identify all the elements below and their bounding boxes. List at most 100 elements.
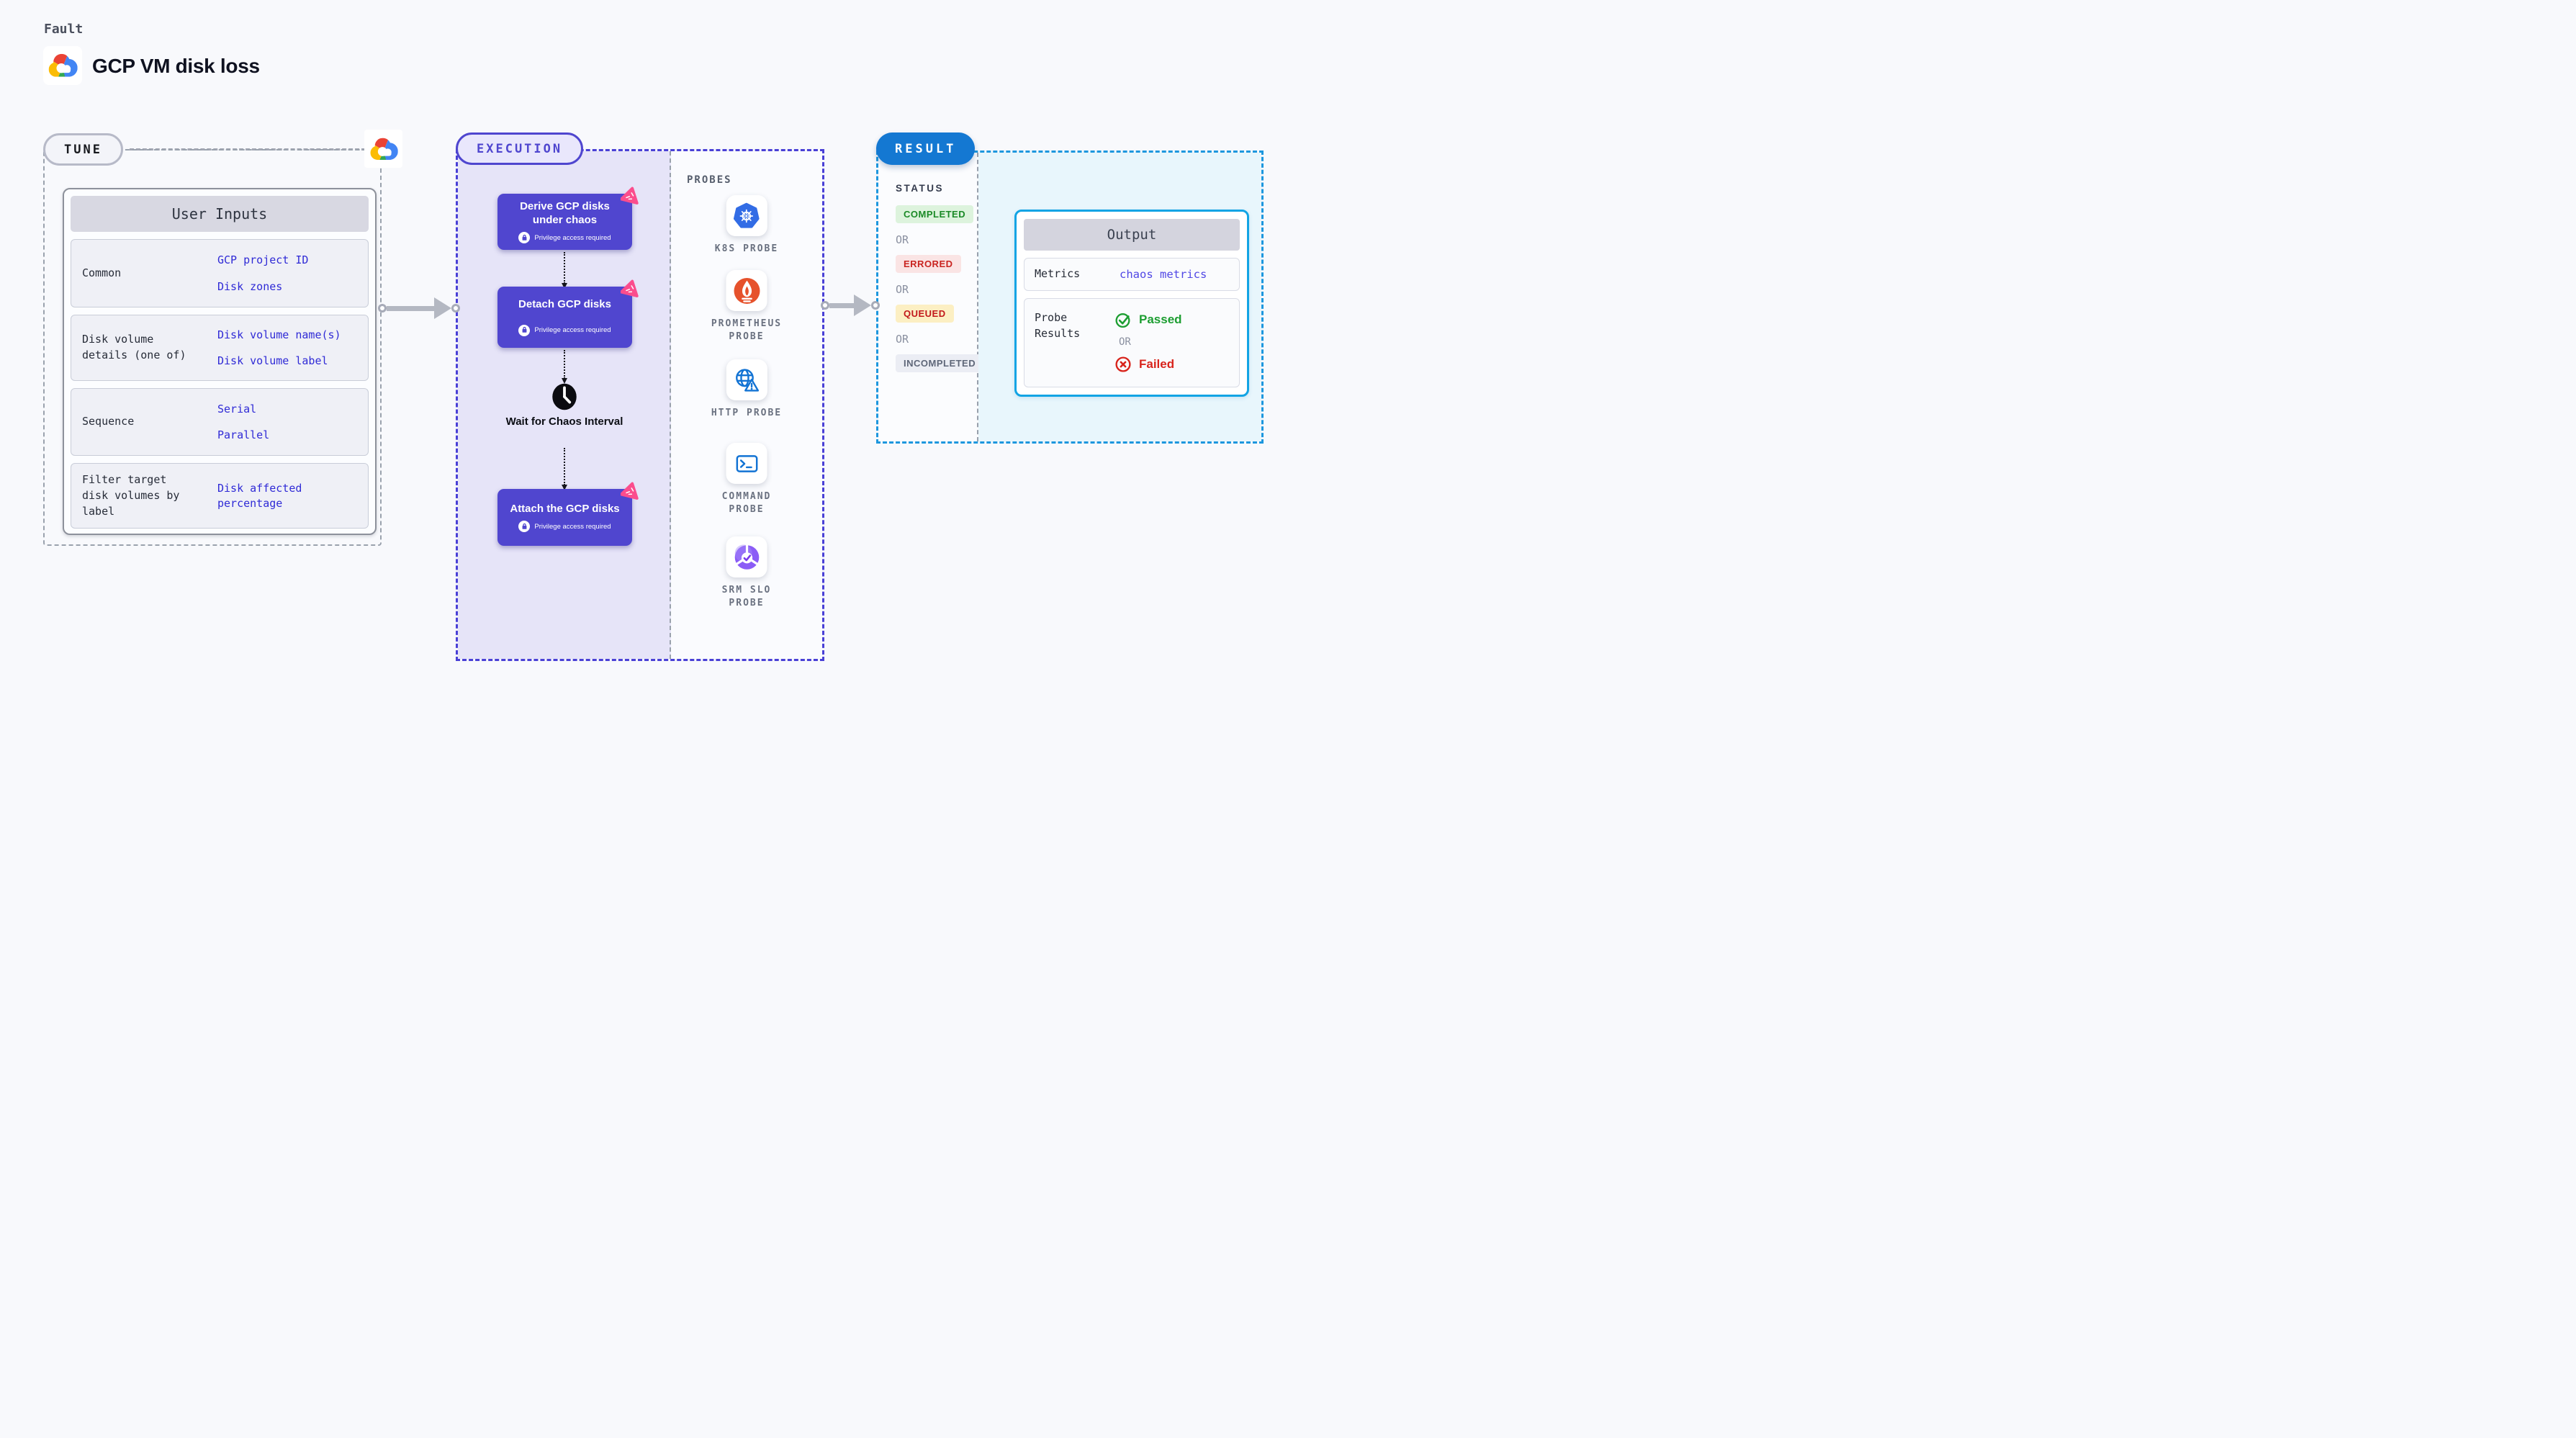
step-node-derive-disks: Derive GCP disks under chaos Privilege a… xyxy=(497,187,640,250)
gcp-logo-card-small xyxy=(364,130,402,168)
row-value: Disk affected percentage xyxy=(217,482,302,510)
table-row: Common GCP project ID Disk zones xyxy=(71,239,369,307)
arrow-tune-to-execution xyxy=(378,297,460,319)
dotted-connector xyxy=(562,350,567,384)
probe-results-label: Probe Results xyxy=(1035,310,1081,340)
row-value: Disk zones xyxy=(217,279,283,293)
probe-item-srm-slo: SRM SLO PROBE xyxy=(709,536,785,609)
row-label: Disk volume details (one of) xyxy=(82,333,186,361)
or-text: OR xyxy=(896,283,909,296)
tune-badge: TUNE xyxy=(43,133,123,166)
fault-kicker: Fault xyxy=(44,22,84,37)
connector-dot xyxy=(871,301,880,310)
wait-step xyxy=(458,382,671,415)
execution-lane: Derive GCP disks under chaos Privilege a… xyxy=(458,151,671,659)
failed-text: Failed xyxy=(1139,356,1175,371)
row-label: Common xyxy=(82,266,122,279)
probe-label: SRM SLO PROBE xyxy=(721,585,772,608)
connector-dot xyxy=(821,301,829,310)
output-card: Output Metrics chaos metrics Probe Resul… xyxy=(1014,210,1249,397)
or-text: OR xyxy=(896,233,909,246)
probe-item-k8s: K8S PROBE xyxy=(715,195,778,256)
execution-section-box: Derive GCP disks under chaos Privilege a… xyxy=(456,149,824,661)
row-value: Parallel xyxy=(217,428,270,441)
clock-icon xyxy=(552,383,577,410)
probe-results-row: Probe Results Passed OR xyxy=(1024,297,1240,387)
probes-panel: PROBES K8S PROBE xyxy=(671,151,822,659)
chaos-icon xyxy=(621,279,640,297)
table-row: Sequence Serial Parallel xyxy=(71,388,369,456)
metrics-row: Metrics chaos metrics xyxy=(1024,258,1240,291)
status-badge-queued: QUEUED xyxy=(896,305,954,323)
prometheus-icon xyxy=(726,270,767,311)
probe-label: K8S PROBE xyxy=(714,243,779,254)
probe-label: COMMAND PROBE xyxy=(721,491,772,515)
status-badge-completed: COMPLETED xyxy=(896,205,974,223)
status-heading: STATUS xyxy=(896,183,944,194)
row-value: GCP project ID xyxy=(217,253,309,267)
probe-item-http: HTTP PROBE xyxy=(711,359,782,420)
status-badge-incompleted: INCOMPLETED xyxy=(896,354,984,372)
dotted-connector xyxy=(562,448,567,490)
arrow-shaft xyxy=(387,305,434,311)
chaos-icon xyxy=(621,187,640,205)
privilege-note: Privilege access required xyxy=(518,521,611,533)
http-globe-icon xyxy=(726,359,767,400)
check-circle-icon xyxy=(1115,313,1130,328)
lock-icon xyxy=(518,232,531,244)
fault-diagram: Fault GCP VM disk loss TUNE User Inputs … xyxy=(0,0,1288,719)
user-inputs-header: User Inputs xyxy=(71,196,369,232)
step-title: Derive GCP disks under chaos xyxy=(520,199,610,226)
gcp-cloud-icon xyxy=(46,49,79,82)
lock-icon xyxy=(518,521,531,533)
row-value: Serial xyxy=(217,402,257,415)
table-row: Filter target disk volumes by label Disk… xyxy=(71,463,369,529)
kubernetes-icon xyxy=(726,195,767,236)
probes-heading: PROBES xyxy=(687,174,732,186)
row-label: Sequence xyxy=(82,415,135,428)
arrow-shaft xyxy=(829,302,854,308)
privilege-note: Privilege access required xyxy=(518,324,611,336)
step-node-detach-disks: Detach GCP disks Privilege access requir… xyxy=(497,279,640,348)
arrow-head xyxy=(854,295,871,316)
probe-label: PROMETHEUS PROBE xyxy=(711,318,783,342)
x-circle-icon xyxy=(1115,356,1131,372)
table-row: Disk volume details (one of) Disk volume… xyxy=(71,315,369,381)
or-text: OR xyxy=(896,333,909,346)
tune-section-box xyxy=(43,149,382,546)
or-text: OR xyxy=(1119,336,1131,348)
status-column: STATUS COMPLETED OR ERRORED OR QUEUED OR… xyxy=(878,153,984,441)
step-node-attach-disks: Attach the GCP disks Privilege access re… xyxy=(497,482,640,546)
dotted-connector xyxy=(562,252,567,289)
terminal-icon xyxy=(726,443,767,484)
output-region: Output Metrics chaos metrics Probe Resul… xyxy=(978,153,1261,441)
passed-line: Passed xyxy=(1114,310,1182,329)
row-label: Filter target disk volumes by label xyxy=(82,473,180,518)
metrics-value: chaos metrics xyxy=(1120,267,1207,281)
arrow-execution-to-result xyxy=(821,295,880,316)
passed-text: Passed xyxy=(1139,312,1182,326)
gcp-cloud-icon xyxy=(368,133,400,165)
step-title: Detach GCP disks xyxy=(518,298,611,311)
lock-icon xyxy=(518,324,531,336)
output-header: Output xyxy=(1024,219,1240,251)
probe-item-command: COMMAND PROBE xyxy=(709,443,785,516)
probe-item-prometheus: PROMETHEUS PROBE xyxy=(709,270,785,343)
connector-dot xyxy=(451,304,460,313)
row-value: Disk volume name(s) xyxy=(217,328,341,341)
srm-slo-icon xyxy=(726,536,767,578)
arrow-head xyxy=(434,297,451,319)
user-inputs-table: User Inputs Common GCP project ID Disk z… xyxy=(63,188,377,535)
metrics-label: Metrics xyxy=(1035,267,1081,280)
failed-line: Failed xyxy=(1114,355,1182,374)
result-section-box: STATUS COMPLETED OR ERRORED OR QUEUED OR… xyxy=(876,150,1264,444)
status-badge-errored: ERRORED xyxy=(896,255,961,273)
probe-label: HTTP PROBE xyxy=(711,408,783,418)
chaos-icon xyxy=(621,482,640,500)
execution-badge: EXECUTION xyxy=(456,132,584,165)
wait-label: Wait for Chaos Interval xyxy=(505,415,623,428)
connector-dot xyxy=(378,304,387,313)
privilege-note: Privilege access required xyxy=(518,232,611,244)
row-value: Disk volume label xyxy=(217,354,328,367)
step-title: Attach the GCP disks xyxy=(510,502,620,515)
